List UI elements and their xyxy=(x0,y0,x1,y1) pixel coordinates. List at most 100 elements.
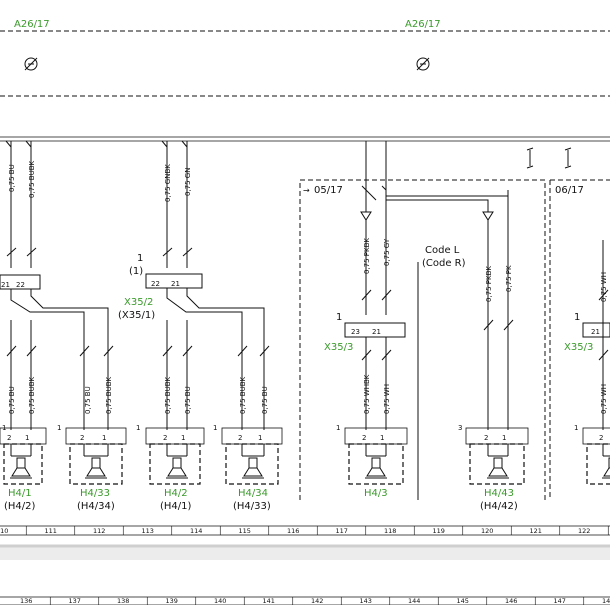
connector-label-x35-2: X35/2 xyxy=(124,297,153,308)
lower-sheet xyxy=(0,560,610,605)
connector-pin-label: 1 xyxy=(336,312,342,323)
ground-symbol-icon xyxy=(416,57,430,71)
speaker-label-h4-34: H4/34 xyxy=(238,488,268,499)
ground-symbol-icon xyxy=(24,57,38,71)
pin-number: 2 xyxy=(80,434,84,442)
break-symbol-icon xyxy=(564,147,572,169)
pin-number: 1 xyxy=(57,424,61,432)
pin-number: 1 xyxy=(181,434,185,442)
pin-number: 2 xyxy=(163,434,167,442)
cable-label: 0,75 WH xyxy=(600,384,608,414)
cable-label: 0,75 GNBK xyxy=(164,164,172,202)
cable-label: 0,75 GN xyxy=(184,168,192,196)
label-a26-left: A26/17 xyxy=(14,19,50,30)
splice-arrow-icon xyxy=(482,211,494,221)
connector-block xyxy=(582,322,610,338)
cable-label: 0,75 BUBK xyxy=(28,160,36,198)
code-label-r: (Code R) xyxy=(422,258,466,269)
pin-number: 1 xyxy=(213,424,217,432)
pin-number: 21 xyxy=(171,280,180,288)
pin-number: 1 xyxy=(2,424,6,432)
pin-number: 22 xyxy=(151,280,160,288)
pin-number: 21 xyxy=(1,281,10,289)
speaker-alt-label: (H4/1) xyxy=(160,501,192,512)
speaker-label-h4-2: H4/2 xyxy=(164,488,188,499)
cable-label: 0,75 BUBK xyxy=(164,376,172,414)
cable-label: 0,75 BU xyxy=(184,386,192,414)
speaker-alt-label: (H4/34) xyxy=(77,501,115,512)
pin-number: 1 xyxy=(25,434,29,442)
pin-number: 2 xyxy=(362,434,366,442)
cable-label: 0,75 BUBK xyxy=(28,376,36,414)
pin-number: 21 xyxy=(591,328,600,336)
grid-number: 114 xyxy=(190,527,202,535)
pin-number: 2 xyxy=(7,434,11,442)
cable-label: 0,75 PKBK xyxy=(485,266,493,302)
pin-number: 2 xyxy=(599,434,603,442)
speaker-alt-label: (H4/33) xyxy=(233,501,271,512)
cable-label: 0,75 PK xyxy=(505,265,513,292)
cable-label: 0,75 BU xyxy=(84,386,92,414)
break-symbol-icon xyxy=(526,147,534,169)
speaker-label-h4-33: H4/33 xyxy=(80,488,110,499)
cable-label: 0,75 GY xyxy=(383,238,391,266)
grid-number: 118 xyxy=(384,527,396,535)
grid-number: 117 xyxy=(336,527,348,535)
ref-label-0517: 05/17 xyxy=(314,185,343,196)
grid-number: 121 xyxy=(530,527,542,535)
cable-label: 0,75 WHBK xyxy=(363,374,371,414)
ref-arrow-icon: → xyxy=(303,186,310,195)
grid-number: 140 xyxy=(214,597,226,605)
region-boundary xyxy=(299,179,546,500)
grid-number: 136 xyxy=(20,597,32,605)
cable-label: 0,75 PKBK xyxy=(363,238,371,274)
grid-number: 144 xyxy=(408,597,420,605)
speaker-label-h4-1: H4/1 xyxy=(8,488,32,499)
connector-label-x35-3: X35/3 xyxy=(324,342,353,353)
cable-label: 0,75 BU xyxy=(261,386,269,414)
connector-block xyxy=(0,274,41,290)
grid-number: 116 xyxy=(287,527,299,535)
pin-number: 21 xyxy=(372,328,381,336)
connector-block xyxy=(344,322,406,338)
cable-label: 0,75 BUBK xyxy=(105,376,113,414)
speaker-alt-label: (H4/42) xyxy=(480,501,518,512)
cable-label: 0,75 BU xyxy=(8,386,16,414)
connector-pin-label: 1 xyxy=(574,312,580,323)
grid-number: 112 xyxy=(93,527,105,535)
grid-number: 143 xyxy=(360,597,372,605)
pin-number: 22 xyxy=(16,281,25,289)
speaker-label-h4-43: H4/43 xyxy=(484,488,514,499)
grid-number: 120 xyxy=(481,527,493,535)
grid-number: 113 xyxy=(142,527,154,535)
cable-label: 0,75 BU xyxy=(8,164,16,192)
speaker-icon: 21 xyxy=(582,427,610,485)
grid-number: 145 xyxy=(457,597,469,605)
connector-label-x35-3-right: X35/3 xyxy=(564,342,593,353)
pin-number: 1 xyxy=(380,434,384,442)
grid-number: 115 xyxy=(239,527,251,535)
speaker-alt-label: (H4/2) xyxy=(4,501,36,512)
pin-number: 1 xyxy=(136,424,140,432)
grid-number: 119 xyxy=(433,527,445,535)
speaker-label-h4-3: H4/3 xyxy=(364,488,388,499)
label-a26-right: A26/17 xyxy=(405,19,441,30)
connector-pin-label: (1) xyxy=(129,266,143,277)
grid-number: 138 xyxy=(117,597,129,605)
grid-number: 111 xyxy=(45,527,57,535)
connector-pin-label: 1 xyxy=(137,253,143,264)
pin-number: 1 xyxy=(502,434,506,442)
grid-number: 141 xyxy=(263,597,275,605)
cable-label: 0,75 WH xyxy=(600,272,608,302)
pin-number: 1 xyxy=(258,434,262,442)
grid-number: 110 xyxy=(0,527,8,535)
grid-number: 137 xyxy=(69,597,81,605)
pin-number: 1 xyxy=(574,424,578,432)
